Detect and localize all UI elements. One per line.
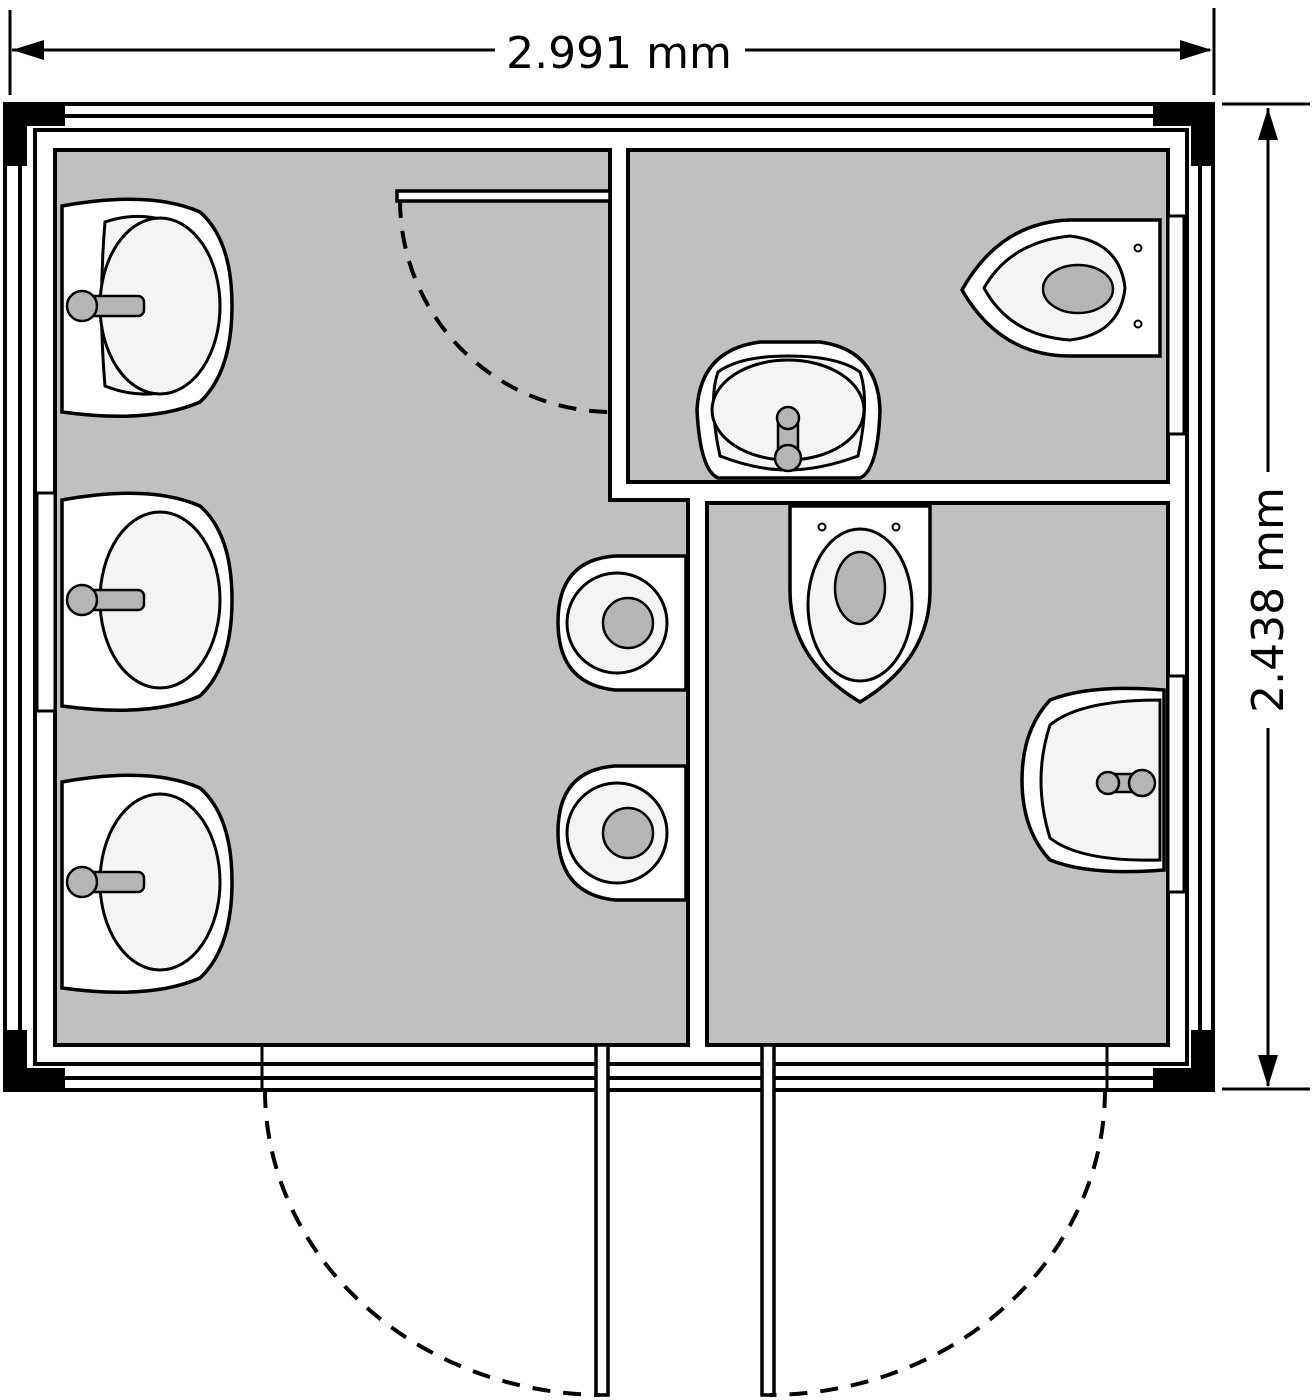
entrance-door-left[interactable] (260, 1043, 610, 1397)
internal-door-leaf[interactable] (395, 189, 612, 203)
width-label: 2.991 mm (506, 28, 732, 79)
wall-strip (1166, 674, 1186, 894)
door-swing-arc (398, 199, 613, 414)
width-dimension: 2.991 mm (8, 8, 1216, 95)
wall-strip (1166, 214, 1186, 436)
washbasin-left-1 (60, 197, 234, 418)
toilet-lower (788, 504, 932, 705)
entrance-door-right-leaf[interactable] (760, 1043, 776, 1397)
washbasin-left-3 (60, 773, 234, 994)
height-label: 2.438 mm (1243, 487, 1294, 713)
height-dimension: 2.438 mm (1222, 102, 1310, 1091)
internal-door[interactable] (395, 189, 613, 414)
washbasin-lower (1020, 686, 1166, 874)
corner-post (5, 1030, 27, 1090)
washbasin-upper (695, 340, 882, 480)
entrance-door-left-leaf[interactable] (594, 1043, 610, 1397)
urinal-1 (556, 554, 688, 692)
toilet-upper (959, 218, 1162, 358)
door-swing-arc (263, 1089, 601, 1397)
urinal-2 (556, 764, 688, 902)
entrance-door-right[interactable] (760, 1043, 1109, 1397)
wall-strip (35, 491, 57, 713)
washbasin-left-2 (60, 491, 234, 712)
door-swing-arc (769, 1089, 1107, 1397)
corner-post (5, 104, 27, 166)
